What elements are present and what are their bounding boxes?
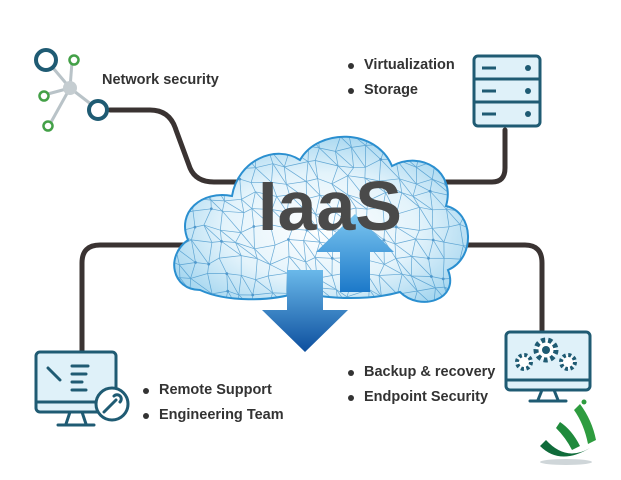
server-bullet-list: Virtualization Storage — [348, 53, 455, 103]
list-item: Storage — [348, 78, 455, 103]
arrow-up-icon — [316, 214, 394, 292]
computer-bullet-list: Remote Support Engineering Team — [143, 378, 284, 428]
network-security-label: Network security — [102, 72, 219, 88]
connector-network — [107, 107, 241, 185]
connector-computer — [79, 242, 195, 355]
server-icon — [472, 54, 542, 128]
connector-settings — [437, 242, 545, 333]
list-item: Remote Support — [143, 378, 284, 403]
diagram-title: IaaS — [258, 167, 402, 245]
list-item: Backup & recovery — [348, 360, 495, 385]
settings-bullet-list: Backup & recovery Endpoint Security — [348, 360, 495, 410]
connector-server — [407, 127, 508, 185]
list-item: Virtualization — [348, 53, 455, 78]
list-item: Endpoint Security — [348, 385, 495, 410]
computer-wrench-icon — [34, 350, 130, 427]
connector-lines — [79, 107, 545, 355]
logo-icon — [540, 399, 596, 465]
settings-gear-icon — [504, 330, 592, 403]
arrow-down-icon — [262, 270, 348, 352]
network-icon — [34, 48, 109, 132]
list-item: Engineering Team — [143, 403, 284, 428]
